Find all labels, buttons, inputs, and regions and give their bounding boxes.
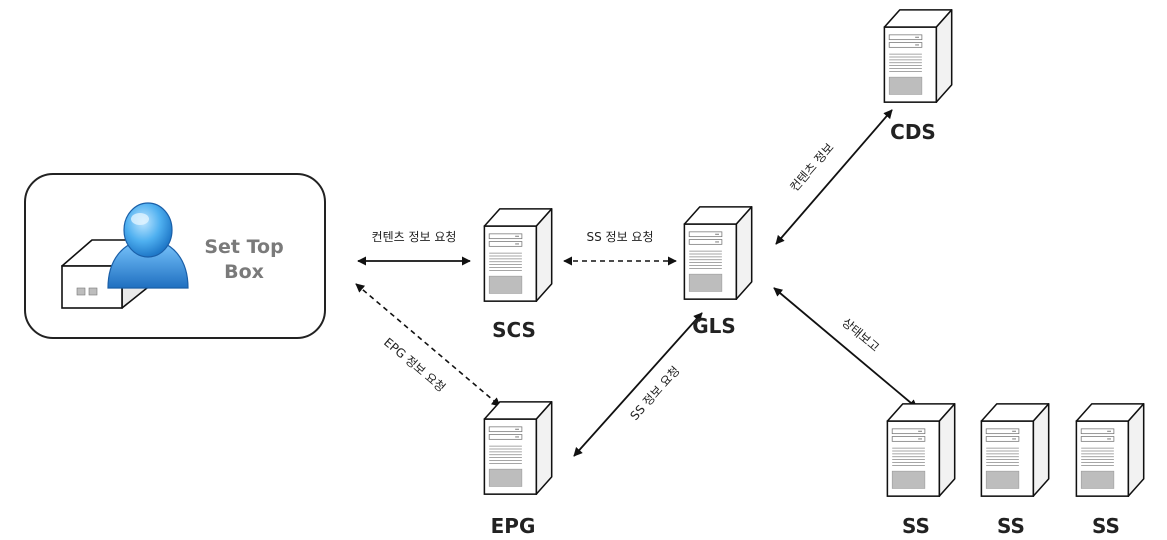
edge-gls-ss: [773, 287, 918, 409]
edge-stb-epg: [355, 283, 501, 407]
cds-label: CDS: [890, 120, 936, 144]
epg-label: EPG: [491, 514, 536, 538]
epg-server-icon: [483, 401, 553, 495]
ss-node-1: SS: [886, 403, 956, 538]
gls-label: GLS: [692, 314, 736, 338]
edge-label-epg-gls: SS 정보 요청: [627, 364, 682, 423]
edge-label-scs-gls: SS 정보 요청: [586, 230, 653, 244]
set-top-box-label-line2: Box: [224, 261, 264, 283]
gls-node: GLS: [683, 206, 753, 338]
ss-server-icon-3: [1075, 403, 1145, 497]
edge-epg-gls: [573, 312, 703, 457]
set-top-box-node: Set Top Box: [24, 173, 326, 339]
ss-label-1: SS: [902, 514, 930, 538]
ss-node-3: SS: [1075, 403, 1145, 538]
set-top-box-label-line1: Set Top: [204, 236, 283, 258]
ss-label-3: SS: [1092, 514, 1120, 538]
edge-label-stb-scs: 컨텐츠 정보 요청: [372, 230, 457, 244]
edge-gls-cds: [775, 109, 893, 245]
cds-node: CDS: [883, 9, 953, 144]
scs-server-icon: [483, 208, 553, 302]
edge-label-stb-epg: EPG 정보 요청: [381, 335, 448, 395]
scs-node: SCS: [483, 208, 553, 342]
cds-server-icon: [883, 9, 953, 103]
ss-label-2: SS: [997, 514, 1025, 538]
epg-node: EPG: [483, 401, 553, 538]
scs-label: SCS: [492, 318, 536, 342]
ss-server-icon-2: [980, 403, 1050, 497]
user-avatar-icon: [107, 202, 189, 289]
ss-server-icon-1: [886, 403, 956, 497]
gls-server-icon: [683, 206, 753, 300]
ss-node-2: SS: [980, 403, 1050, 538]
edge-label-gls-cds: 컨텐츠 정보: [787, 140, 836, 194]
